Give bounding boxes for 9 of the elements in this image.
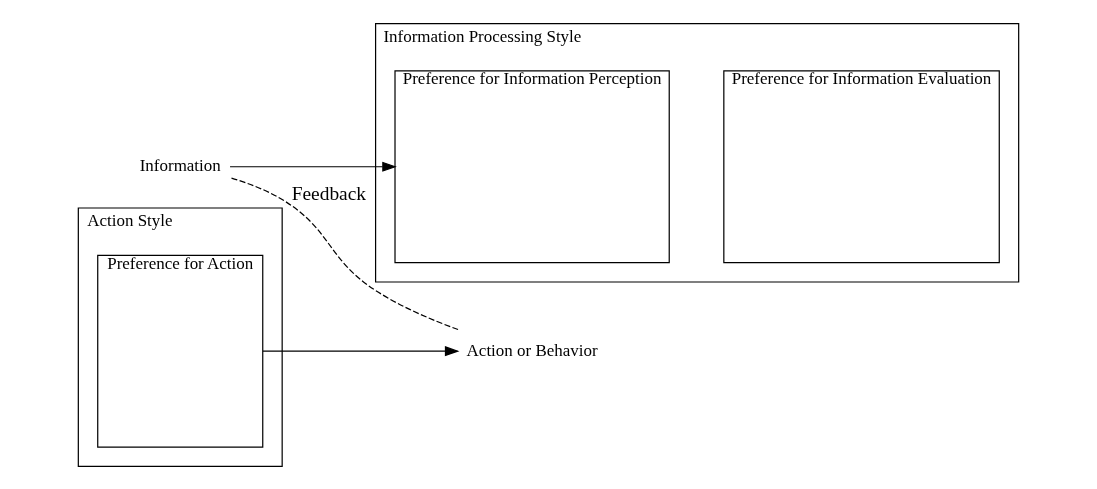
edge-label: Feedback bbox=[291, 182, 367, 204]
arrow bbox=[229, 161, 397, 172]
node-text: Action or Behavior bbox=[466, 340, 598, 360]
node-box: Preference for Action bbox=[97, 254, 264, 448]
arrow bbox=[262, 345, 460, 356]
node-box: Preference for Information Evaluation bbox=[723, 69, 1000, 263]
connector bbox=[229, 176, 459, 330]
node-box: Preference for Information Perception bbox=[394, 69, 670, 263]
node-text: Information bbox=[139, 155, 221, 175]
